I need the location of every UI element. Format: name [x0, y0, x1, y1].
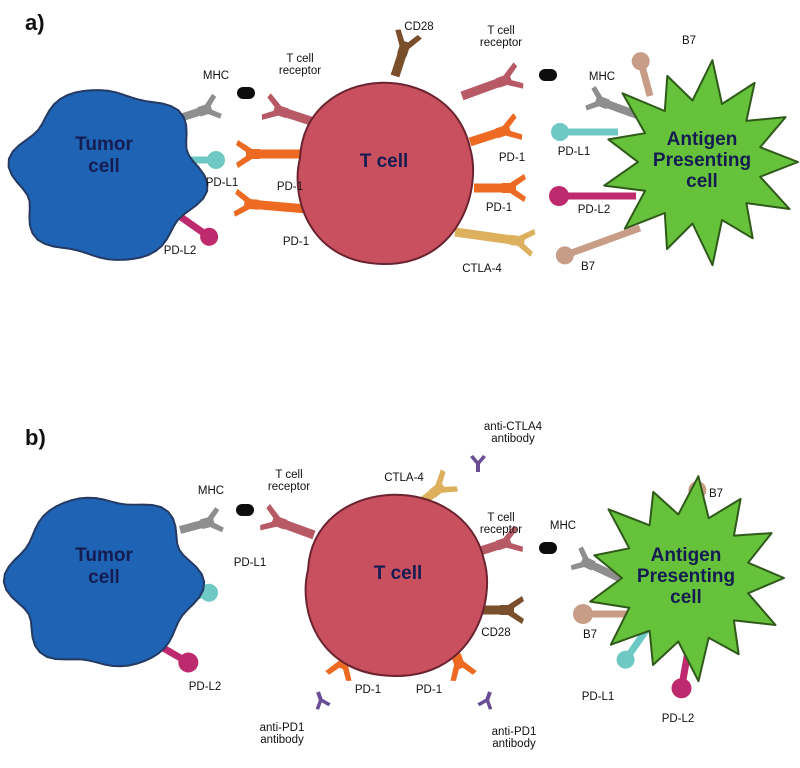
pd1-right-label-b: PD-1: [416, 684, 442, 696]
anti-pd1-antibody-right: [477, 691, 493, 710]
b7-right-label-b: B7: [583, 629, 597, 641]
pdl2-left-label-b: PD-L2: [189, 681, 222, 693]
anti-ctla4-antibody: [470, 455, 486, 472]
t-cell-b: [304, 493, 488, 678]
pdl1-left-label-b: PD-L1: [234, 557, 267, 569]
anti-pd1-right-label-b-line: antibody: [492, 738, 536, 750]
mhc-left-label-b: MHC: [198, 485, 224, 497]
apc-cell-label-a-line: Antigen: [667, 129, 738, 150]
pd1-upper-left-a: [236, 140, 310, 168]
b7-bottom-a: [555, 224, 642, 265]
pdl2-left-label-a: PD-L2: [164, 245, 197, 257]
apc-cell-b: [589, 475, 785, 683]
anti-pd1-right-label-b-line: anti-PD1: [492, 726, 537, 738]
b7-bottom-label-a: B7: [581, 261, 595, 273]
pdl2-right-a: [549, 186, 636, 206]
pd1-upper-right-label-a: PD-1: [499, 152, 525, 164]
mhc-right-label-b: MHC: [550, 520, 576, 532]
tumor-cell-label-a-line: cell: [88, 156, 120, 177]
cd28-label-b: CD28: [481, 627, 510, 639]
panel-label-a: a): [25, 10, 45, 35]
tumor-cell-b: [2, 496, 206, 668]
pdl1-left-a: [190, 151, 225, 169]
tcr-right-label-a-line: T cell: [487, 25, 514, 37]
t-cell-label-a: T cell: [360, 151, 409, 172]
tumor-cell-label-a-line: Tumor: [75, 134, 133, 155]
anti-pd1-left-label-b-line: anti-PD1: [260, 722, 305, 734]
cd28-a: [390, 29, 422, 78]
apc-cell-a: [603, 59, 799, 267]
apc-cell-label-b-line: Antigen: [651, 545, 722, 566]
pdl1-right-a: [551, 123, 618, 141]
peptide-right-b: [539, 542, 557, 554]
apc-cell-label-a-line: cell: [686, 171, 718, 192]
mhc-right-label-a: MHC: [589, 71, 615, 83]
pdl1-right-label-b: PD-L1: [582, 691, 615, 703]
cell-layer: [2, 59, 799, 683]
b7-right-b: [573, 604, 640, 624]
anti-pd1-antibody-left: [315, 691, 331, 710]
ctla4-label-b: CTLA-4: [384, 472, 424, 484]
tcr-left-b: [260, 504, 316, 540]
b7-top-label-b: B7: [709, 488, 723, 500]
tcr-left-label-b-line: T cell: [275, 469, 302, 481]
panel-label-b: b): [25, 425, 46, 450]
apc-cell-label-b-line: Presenting: [637, 566, 735, 587]
cd28-b: [480, 596, 524, 624]
ctla4-label-a: CTLA-4: [462, 263, 502, 275]
anti-pd1-left-label-b-line: antibody: [260, 734, 304, 746]
tumor-cell-label-b-line: Tumor: [75, 545, 133, 566]
tcr-left-label-a-line: T cell: [286, 53, 313, 65]
peptide-right-a: [539, 69, 557, 81]
t-cell-a: [296, 81, 475, 266]
b7-top-label-a: B7: [682, 35, 696, 47]
mhc-left-b: [178, 507, 224, 534]
pdl1-right-label-a: PD-L1: [558, 146, 591, 158]
peptide-left-b: [236, 504, 254, 516]
pd1-lower-right-a: [474, 174, 526, 202]
pd1-lower-left-label-a: PD-1: [283, 236, 309, 248]
tcr-left-label-b-line: receptor: [268, 481, 310, 493]
tcr-left-label-a-line: receptor: [279, 65, 321, 77]
pdl2-left-a: [175, 212, 219, 246]
pd1-upper-left-label-a: PD-1: [277, 181, 303, 193]
anti-ctla4-label-b-line: anti-CTLA4: [484, 421, 543, 433]
pd1-lower-right-label-a: PD-1: [486, 202, 512, 214]
ctla4-a: [454, 227, 536, 257]
apc-cell-label-b-line: cell: [670, 587, 702, 608]
pdl2-right-label-a: PD-L2: [578, 204, 611, 216]
pd1-left-label-b: PD-1: [355, 684, 381, 696]
tcr-right-label-a-line: receptor: [480, 37, 522, 49]
t-cell-label-b: T cell: [374, 563, 423, 584]
anti-ctla4-label-b-line: antibody: [491, 433, 535, 445]
mhc-right-a: [585, 85, 642, 120]
tumor-cell-a: [7, 89, 209, 261]
b7-top-a: [631, 52, 654, 97]
cd28-label-a: CD28: [404, 21, 433, 33]
pdl1-left-label-a: PD-L1: [206, 177, 239, 189]
mhc-left-label-a: MHC: [203, 70, 229, 82]
tcr-left-a: [261, 93, 316, 127]
tcr-right-a: [460, 62, 524, 101]
tcr-right-label-b-line: T cell: [487, 512, 514, 524]
apc-cell-label-a-line: Presenting: [653, 150, 751, 171]
peptide-left-a: [237, 87, 255, 99]
tcr-right-label-b-line: receptor: [480, 524, 522, 536]
pdl2-right-label-b: PD-L2: [662, 713, 695, 725]
tumor-cell-label-b-line: cell: [88, 567, 120, 588]
pd1-upper-right-a: [468, 113, 523, 147]
